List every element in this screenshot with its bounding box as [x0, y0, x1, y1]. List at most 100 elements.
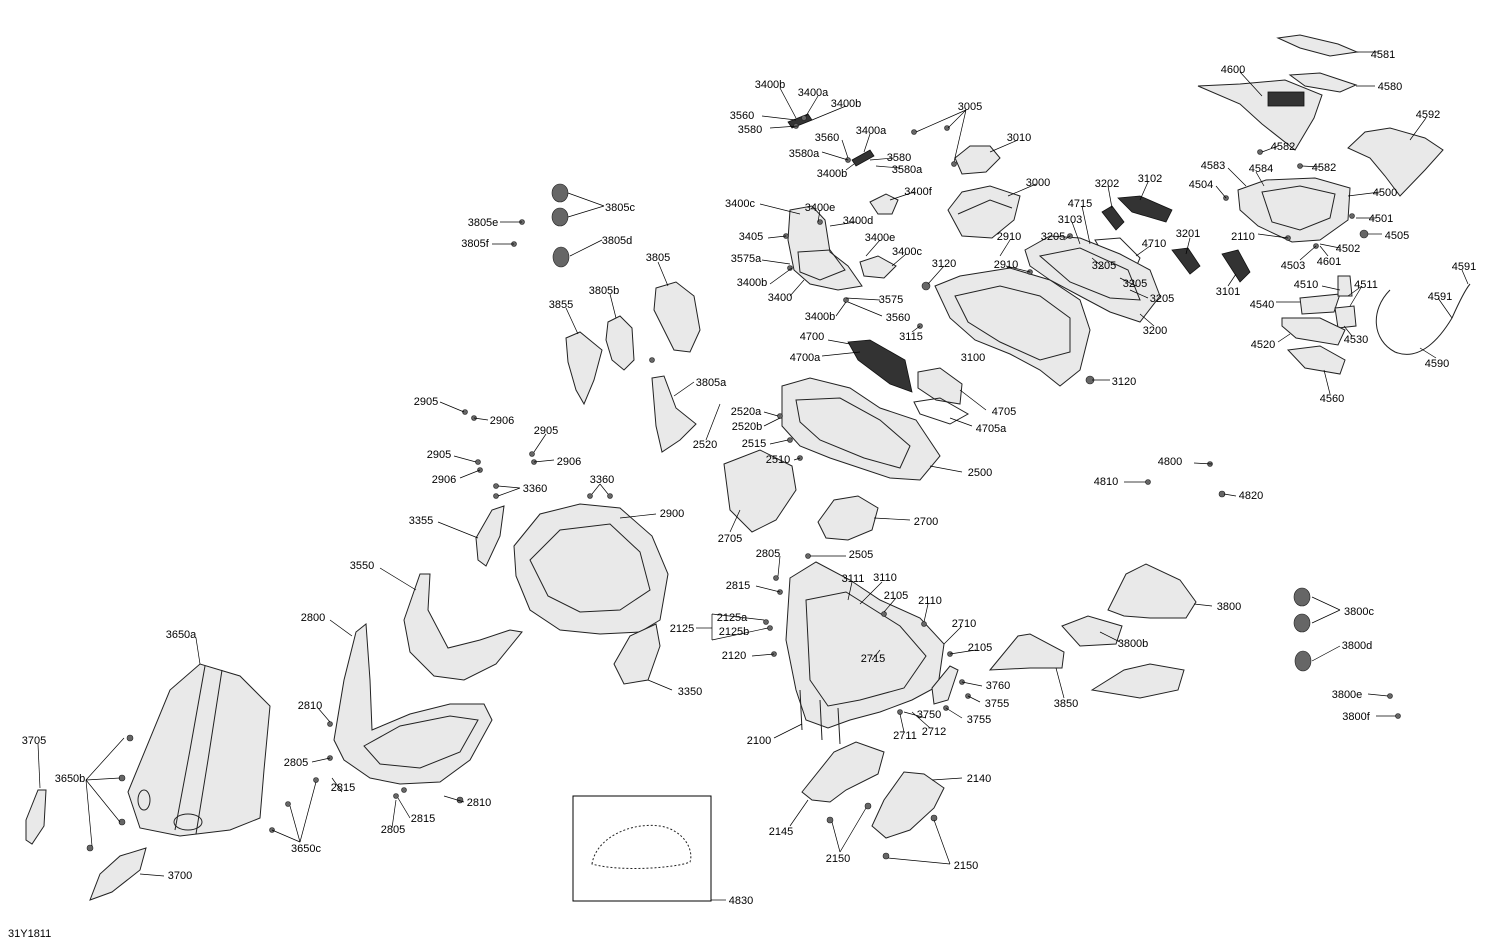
callout-3650a: 3650a	[166, 629, 197, 641]
callout-3805b: 3805b	[589, 285, 620, 297]
part-3200-inner	[1038, 247, 1141, 301]
callout-4590: 4590	[1425, 358, 1449, 370]
callout-3550: 3550	[350, 560, 374, 572]
callout-3650c: 3650c	[291, 843, 321, 855]
callout-4540: 4540	[1250, 299, 1274, 311]
callout-2700: 2700	[914, 516, 938, 528]
part-3000	[947, 185, 1021, 239]
callout-3800d: 3800d	[1342, 640, 1373, 652]
callout-3800f: 3800f	[1342, 711, 1370, 723]
callout-4700: 4700	[800, 331, 824, 343]
callout-3101: 3101	[1216, 286, 1240, 298]
callout-3760: 3760	[986, 680, 1010, 692]
callout-2906c: 2906	[432, 474, 456, 486]
callout-2905b: 2905	[534, 425, 558, 437]
callout-2906a: 2906	[490, 415, 514, 427]
callout-3755b: 3755	[967, 714, 991, 726]
part-3355	[475, 505, 505, 567]
part-3650a-hole-1	[173, 813, 203, 831]
part-3400a	[787, 113, 813, 129]
callout-3805c: 3805c	[605, 202, 635, 214]
callout-3400d: 3400d	[843, 215, 874, 227]
callout-3560a: 3560	[730, 110, 754, 122]
callout-2905c: 2905	[427, 449, 451, 461]
callout-3100: 3100	[961, 352, 985, 364]
part-2900-inner	[529, 523, 651, 613]
callout-3120a: 3120	[932, 258, 956, 270]
callout-3110: 3110	[873, 572, 897, 584]
part-2800	[333, 623, 493, 785]
callout-4800: 4800	[1158, 456, 1182, 468]
callout-4715: 4715	[1068, 198, 1092, 210]
callout-4705a: 4705a	[976, 423, 1007, 435]
callout-3755a: 3755	[985, 698, 1009, 710]
part-3550	[403, 573, 523, 681]
callout-3010: 3010	[1007, 132, 1031, 144]
callout-4600: 4600	[1221, 64, 1245, 76]
callout-3700: 3700	[168, 870, 192, 882]
callout-4705: 4705	[992, 406, 1016, 418]
callout-3201: 3201	[1176, 228, 1200, 240]
part-4560	[1286, 345, 1346, 375]
callout-3855: 3855	[549, 299, 573, 311]
part-3805a	[651, 375, 697, 453]
callout-2800: 2800	[301, 612, 325, 624]
callout-2520b: 2520b	[732, 421, 763, 433]
callout-2520: 2520	[693, 439, 717, 451]
callout-4591a: 4591	[1452, 261, 1476, 273]
callout-4503: 4503	[1281, 260, 1305, 272]
callout-2105a: 2105	[884, 590, 908, 602]
callout-3111: 3111	[842, 573, 865, 585]
callout-2715: 2715	[861, 653, 885, 665]
callout-3705: 3705	[22, 735, 46, 747]
part-2100-leg	[799, 689, 841, 745]
callout-2705: 2705	[718, 533, 742, 545]
part-3350	[613, 623, 661, 685]
part-3800c-a	[1293, 587, 1311, 607]
callout-3400e: 3400e	[805, 202, 836, 214]
callout-3000: 3000	[1026, 177, 1050, 189]
diagram-code: 31Y1811	[8, 928, 51, 940]
callout-2145: 2145	[769, 826, 793, 838]
part-4500-inner	[1261, 185, 1336, 231]
callout-4505: 4505	[1385, 230, 1409, 242]
callout-3205d: 3205	[1150, 293, 1174, 305]
callout-3560c: 3560	[886, 312, 910, 324]
hardware-layer	[86, 115, 1401, 860]
callout-2125a: 2125a	[717, 612, 748, 624]
callout-3120b: 3120	[1112, 376, 1136, 388]
callout-3575a: 3575a	[731, 253, 762, 265]
part-4581	[1276, 34, 1359, 57]
callout-4560: 4560	[1320, 393, 1344, 405]
callout-3205b: 3205	[1092, 260, 1116, 272]
part-3805c-a	[551, 183, 569, 203]
callout-3805a: 3805a	[696, 377, 727, 389]
part-3805c-b	[551, 207, 569, 227]
part-3650a-stripe	[174, 665, 223, 835]
part-2100	[785, 561, 945, 729]
callout-4582a: 4582	[1271, 141, 1295, 153]
callout-3360b: 3360	[590, 474, 614, 486]
callout-3400: 3400	[768, 292, 792, 304]
part-4600	[1197, 79, 1323, 151]
callout-2150a: 2150	[826, 853, 850, 865]
part-3800b	[1061, 615, 1123, 647]
callout-2150b: 2150	[954, 860, 978, 872]
part-3705	[25, 789, 47, 845]
callout-3102: 3102	[1138, 173, 1162, 185]
part-3850b	[1090, 663, 1185, 699]
callout-4700a: 4700a	[790, 352, 821, 364]
part-3805d	[552, 246, 570, 268]
callout-3400f: 3400f	[904, 186, 932, 198]
part-4592	[1347, 127, 1444, 197]
callout-3560b: 3560	[815, 132, 839, 144]
part-3800c-b	[1293, 613, 1311, 633]
callout-2906b: 2906	[557, 456, 581, 468]
callout-2105b: 2105	[968, 642, 992, 654]
callout-4820: 4820	[1239, 490, 1263, 502]
callout-4504: 4504	[1189, 179, 1213, 191]
callout-3400b_4: 3400b	[737, 277, 768, 289]
callout-3400b_5: 3400b	[805, 311, 836, 323]
callout-2815c: 2815	[411, 813, 435, 825]
